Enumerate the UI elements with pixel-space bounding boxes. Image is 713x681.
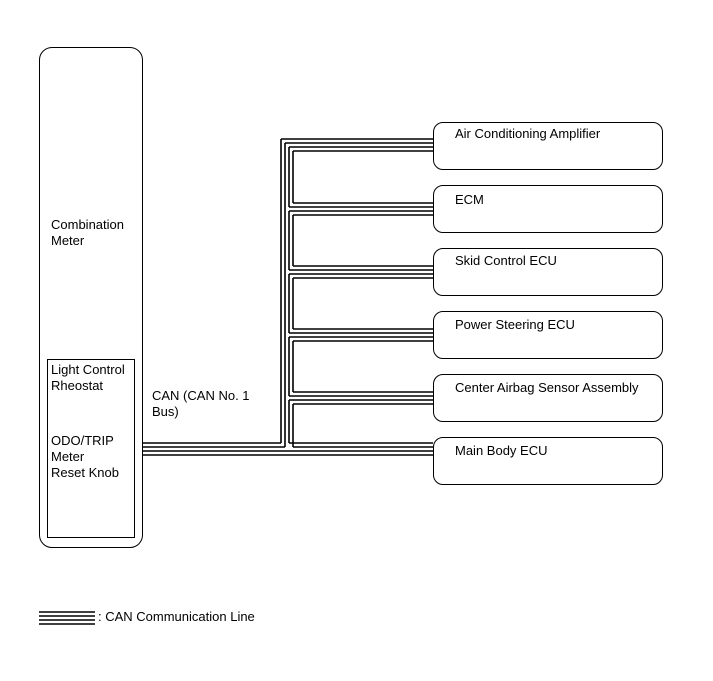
can-bus-label: CAN (CAN No. 1 Bus) [152,388,250,419]
legend-label: : CAN Communication Line [98,609,255,624]
ecu-box-skid-control [433,248,663,296]
ecu-label: Air Conditioning Amplifier [455,126,601,141]
ecu-label: Main Body ECU [455,443,548,458]
ecu-label: Power Steering ECU [455,317,575,332]
odo-trip-reset-knob-label: ODO/TRIP Meter Reset Knob [51,433,119,480]
ecu-label: Skid Control ECU [455,253,557,268]
ecu-box-air-conditioning-amplifier [433,122,663,170]
ecu-label: ECM [455,192,484,207]
ecu-label: Center Airbag Sensor Assembly [455,380,639,395]
meter-controls-box [47,359,135,538]
ecu-box-main-body [433,437,663,485]
ecu-box-ecm [433,185,663,233]
combination-meter-label: Combination Meter [51,217,124,248]
ecu-box-center-airbag-sensor [433,374,663,422]
legend-symbol [39,611,95,625]
ecu-box-power-steering [433,311,663,359]
light-control-rheostat-label: Light Control Rheostat [51,362,125,393]
